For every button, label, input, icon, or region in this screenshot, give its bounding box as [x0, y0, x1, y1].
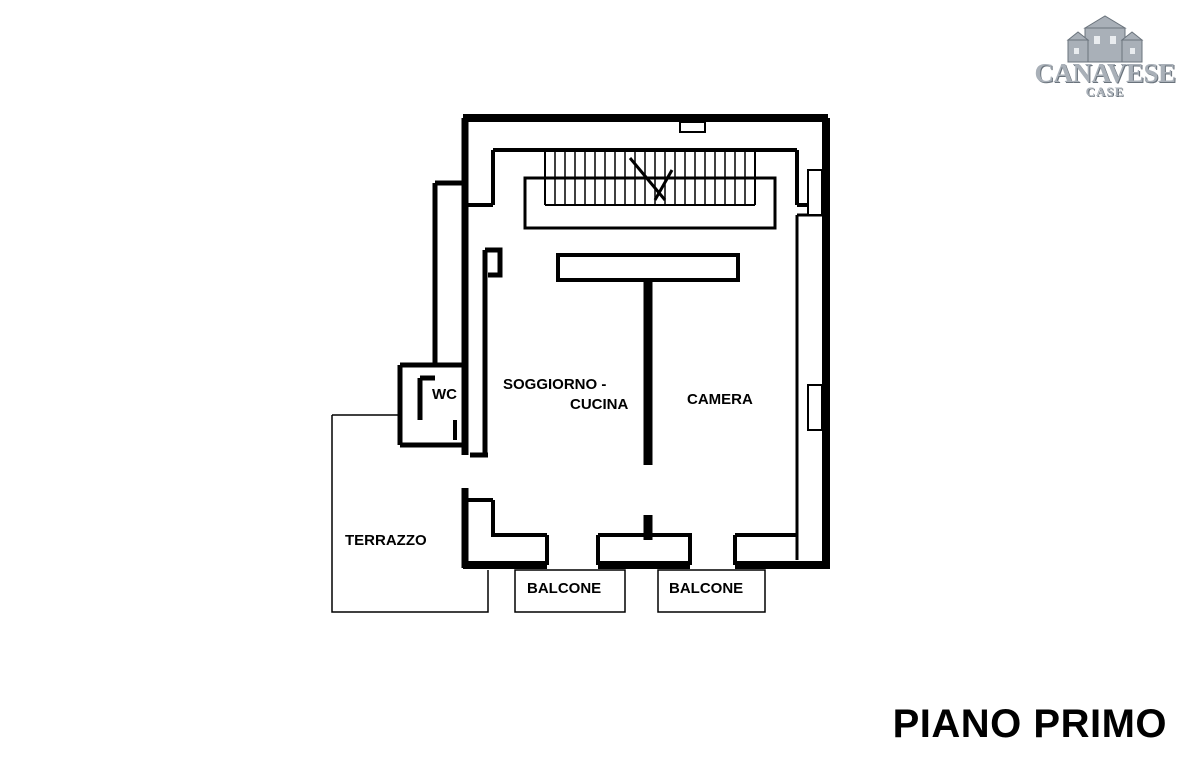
terrazzo-outline: [331, 414, 489, 613]
room-label-terrazzo: TERRAZZO: [345, 532, 427, 549]
logo-wordmark: CANAVESE: [1034, 58, 1176, 88]
room-label-wc: WC: [432, 386, 457, 403]
balcone-left-outline: [514, 569, 626, 613]
room-label-cucina: CUCINA: [570, 396, 629, 413]
stair-treads: [554, 152, 746, 204]
houses-logo-icon: [1066, 15, 1144, 63]
canavese-case-logo: CANAVESE CASE: [1030, 14, 1180, 100]
room-label-soggiorno: SOGGIORNO -: [503, 376, 607, 393]
partition-beam: [556, 253, 740, 282]
logo-subtitle: CASE: [1085, 84, 1125, 99]
window-east-lower: [807, 384, 823, 431]
window-north: [679, 121, 706, 133]
wc-wall: [397, 180, 465, 448]
inner-wall-south: [465, 498, 797, 565]
stair-frame: [523, 176, 777, 230]
window-east-upper: [807, 169, 823, 216]
room-label-balcone-right: BALCONE: [669, 580, 744, 597]
floor-title: PIANO PRIMO: [892, 702, 1167, 746]
west-pilaster: [470, 247, 503, 458]
room-label-balcone-left: BALCONE: [527, 580, 602, 597]
inner-wall-north: [463, 148, 826, 207]
stair-opening: [544, 150, 756, 206]
balcone-right-outline: [657, 569, 766, 613]
stair-arrow: [628, 157, 674, 201]
room-label-camera: CAMERA: [687, 391, 753, 408]
